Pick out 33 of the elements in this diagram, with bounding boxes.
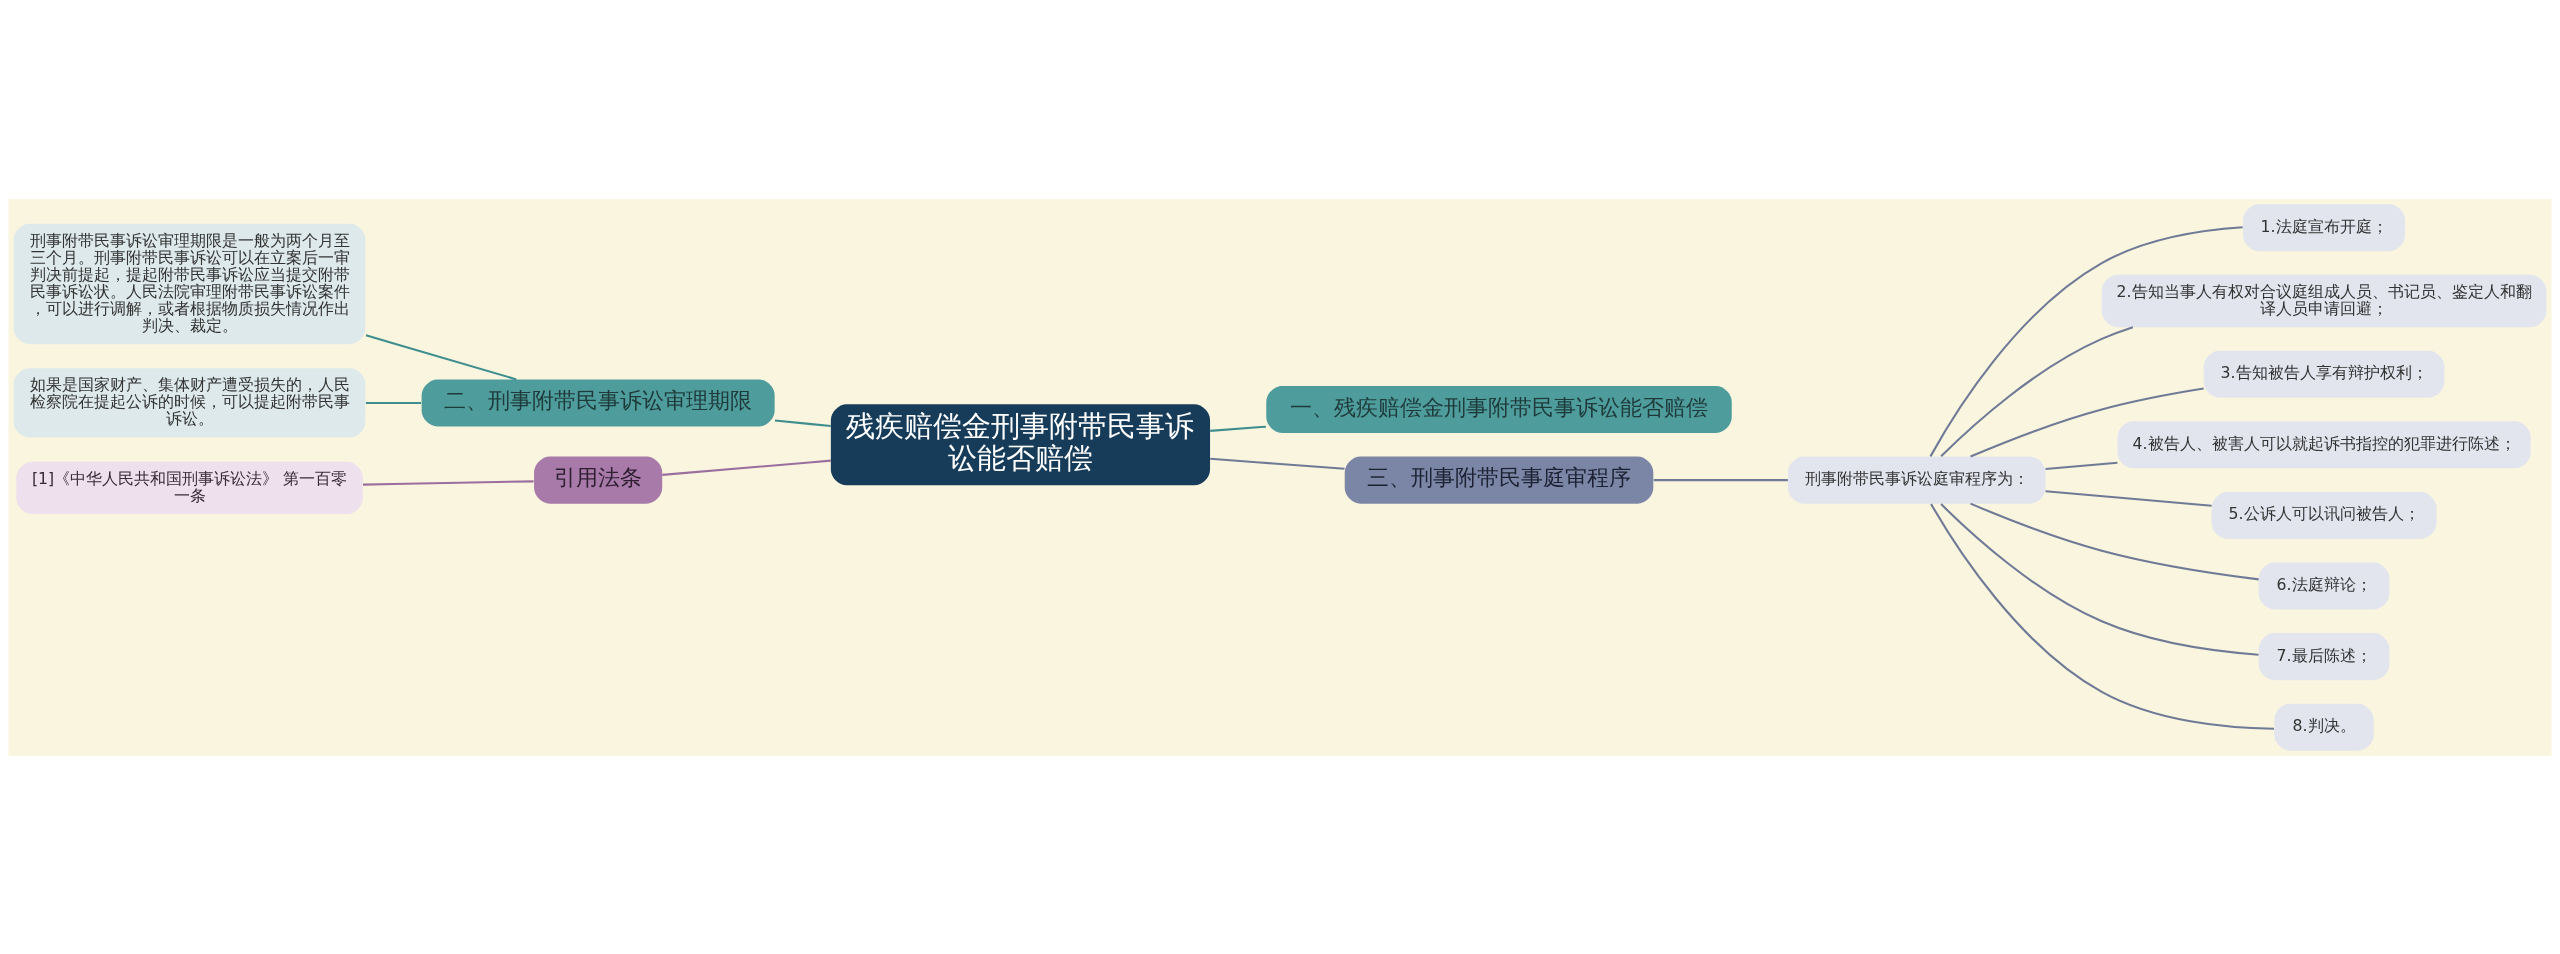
node-box: 引用法条	[534, 456, 663, 504]
node-box: 二、刑事附带民事诉讼审理期限	[421, 378, 775, 426]
connector	[1653, 478, 1788, 481]
connector	[1940, 325, 2134, 457]
node-box: 8.判决。	[2274, 703, 2374, 751]
connector	[1210, 425, 1266, 432]
connector	[363, 479, 534, 486]
connector	[1930, 502, 2274, 730]
node-box: 6.法庭辩论；	[2258, 562, 2390, 610]
connector	[774, 418, 831, 427]
node-box: 刑事附带民事诉讼庭审程序为：	[1787, 456, 2046, 504]
node-box: 三、刑事附带民事庭审程序	[1344, 456, 1654, 504]
connector	[2045, 461, 2118, 470]
connector	[365, 401, 421, 404]
connector	[1970, 502, 2259, 580]
node-box: 7.最后陈述；	[2258, 632, 2390, 680]
connector	[1210, 457, 1345, 470]
node-box: [1]《中华人民共和国刑事诉讼法》 第一百零一条	[16, 461, 363, 514]
node-box: 残疾赔偿金刑事附带民事诉讼能否赔偿	[830, 403, 1211, 485]
node-box: 刑事附带民事诉讼审理期限是一般为两个月至三个月。刑事附带民事诉讼可以在立案后一审判决前提起，提起附带民事诉讼应当提交附带民事诉讼状。人民法院审理附带民事诉讼案件，可以进行调解，或者根据物质损失情况作出判决、裁定。	[13, 223, 366, 344]
connector	[1970, 387, 2204, 458]
connector	[1940, 502, 2259, 656]
node-box: 5.公诉人可以讯问被告人；	[2211, 491, 2437, 539]
connector	[365, 333, 517, 380]
connector	[1929, 225, 2243, 457]
node-box: 2.告知当事人有权对合议庭组成人员、书记员、鉴定人和翻译人员申请回避；	[2101, 274, 2547, 327]
node-box: 1.法庭宣布开庭；	[2243, 203, 2406, 251]
connector	[2045, 489, 2212, 507]
node-box: 4.被告人、被害人可以就起诉书指控的犯罪进行陈述；	[2117, 420, 2531, 468]
node-box: 如果是国家财产、集体财产遭受损失的，人民检察院在提起公诉的时候，可以提起附带民事诉讼。	[13, 367, 366, 438]
connector	[662, 459, 831, 476]
node-box: 3.告知被告人享有辩护权利；	[2203, 350, 2445, 398]
node-box: 一、残疾赔偿金刑事附带民事诉讼能否赔偿	[1266, 385, 1732, 433]
